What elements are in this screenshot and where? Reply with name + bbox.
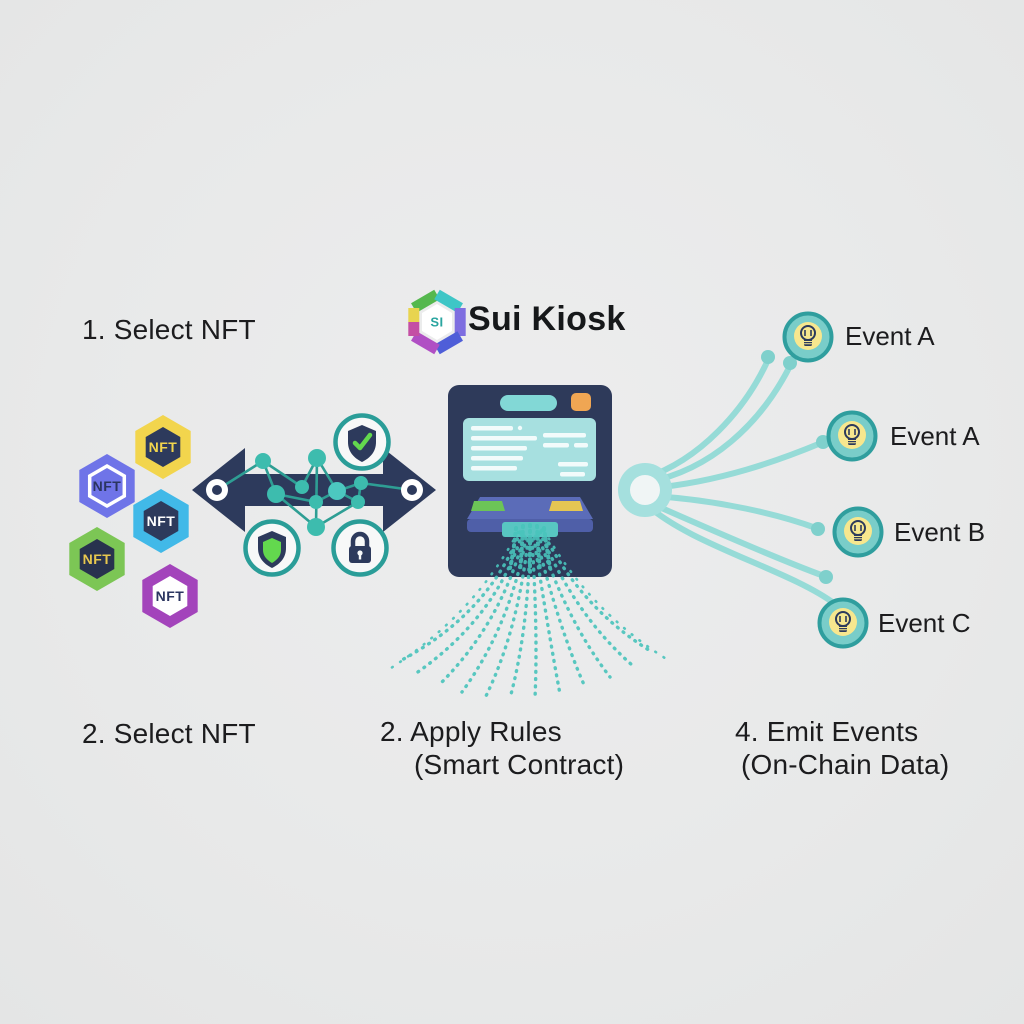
sui-kiosk-logo-icon: SI xyxy=(408,289,466,355)
step-label-right-line2: (On-Chain Data) xyxy=(741,749,950,780)
nft-badge-magenta: NFT xyxy=(142,564,198,628)
shield-check-icon xyxy=(333,413,391,471)
shield-icon xyxy=(243,519,301,577)
nft-label: NFT xyxy=(156,588,185,604)
event-bulb-icon xyxy=(826,410,878,462)
network-graph xyxy=(216,449,413,536)
step-label-center-line1: 2. Apply Rules xyxy=(380,716,562,747)
emit-hub xyxy=(618,463,672,517)
nft-badge-indigo: NFT xyxy=(79,454,135,518)
nft-badge-cyan: NFT xyxy=(133,489,189,553)
kiosk-header-pill xyxy=(500,395,557,411)
nft-label: NFT xyxy=(149,439,178,455)
lock-icon xyxy=(331,519,389,577)
kiosk-screen xyxy=(463,418,596,481)
kiosk-header-button[interactable] xyxy=(571,393,591,411)
keypad-green-pad[interactable] xyxy=(471,501,505,511)
nft-badge-green: NFT xyxy=(69,527,125,591)
nft-label: NFT xyxy=(83,551,112,567)
step-label-bottom-left: 2. Select NFT xyxy=(82,718,256,749)
keypad-yellow-pad[interactable] xyxy=(549,501,583,511)
bidirectional-arrow xyxy=(192,448,436,536)
event-label: Event A xyxy=(890,421,980,451)
kiosk-machine xyxy=(448,385,612,577)
step-label-top-left: 1. Select NFT xyxy=(82,314,256,345)
event-bulb-icon xyxy=(832,506,884,558)
nft-label: NFT xyxy=(147,513,176,529)
step-label-center-line2: (Smart Contract) xyxy=(414,749,625,780)
data-stream xyxy=(386,523,670,700)
nft-label: NFT xyxy=(93,478,122,494)
event-label: Event A xyxy=(845,321,935,351)
event-label: Event C xyxy=(878,608,971,638)
event-connections xyxy=(618,350,844,613)
event-label: Event B xyxy=(894,517,986,547)
event-bulb-icon xyxy=(782,311,834,363)
logo-letters: SI xyxy=(430,315,443,330)
nft-badge-yellow: NFT xyxy=(135,415,191,479)
sui-kiosk-title: Sui Kiosk xyxy=(468,300,626,338)
event-bulb-icon xyxy=(817,597,869,649)
step-label-right-line1: 4. Emit Events xyxy=(735,716,919,747)
arrow-endpoints xyxy=(206,479,423,501)
